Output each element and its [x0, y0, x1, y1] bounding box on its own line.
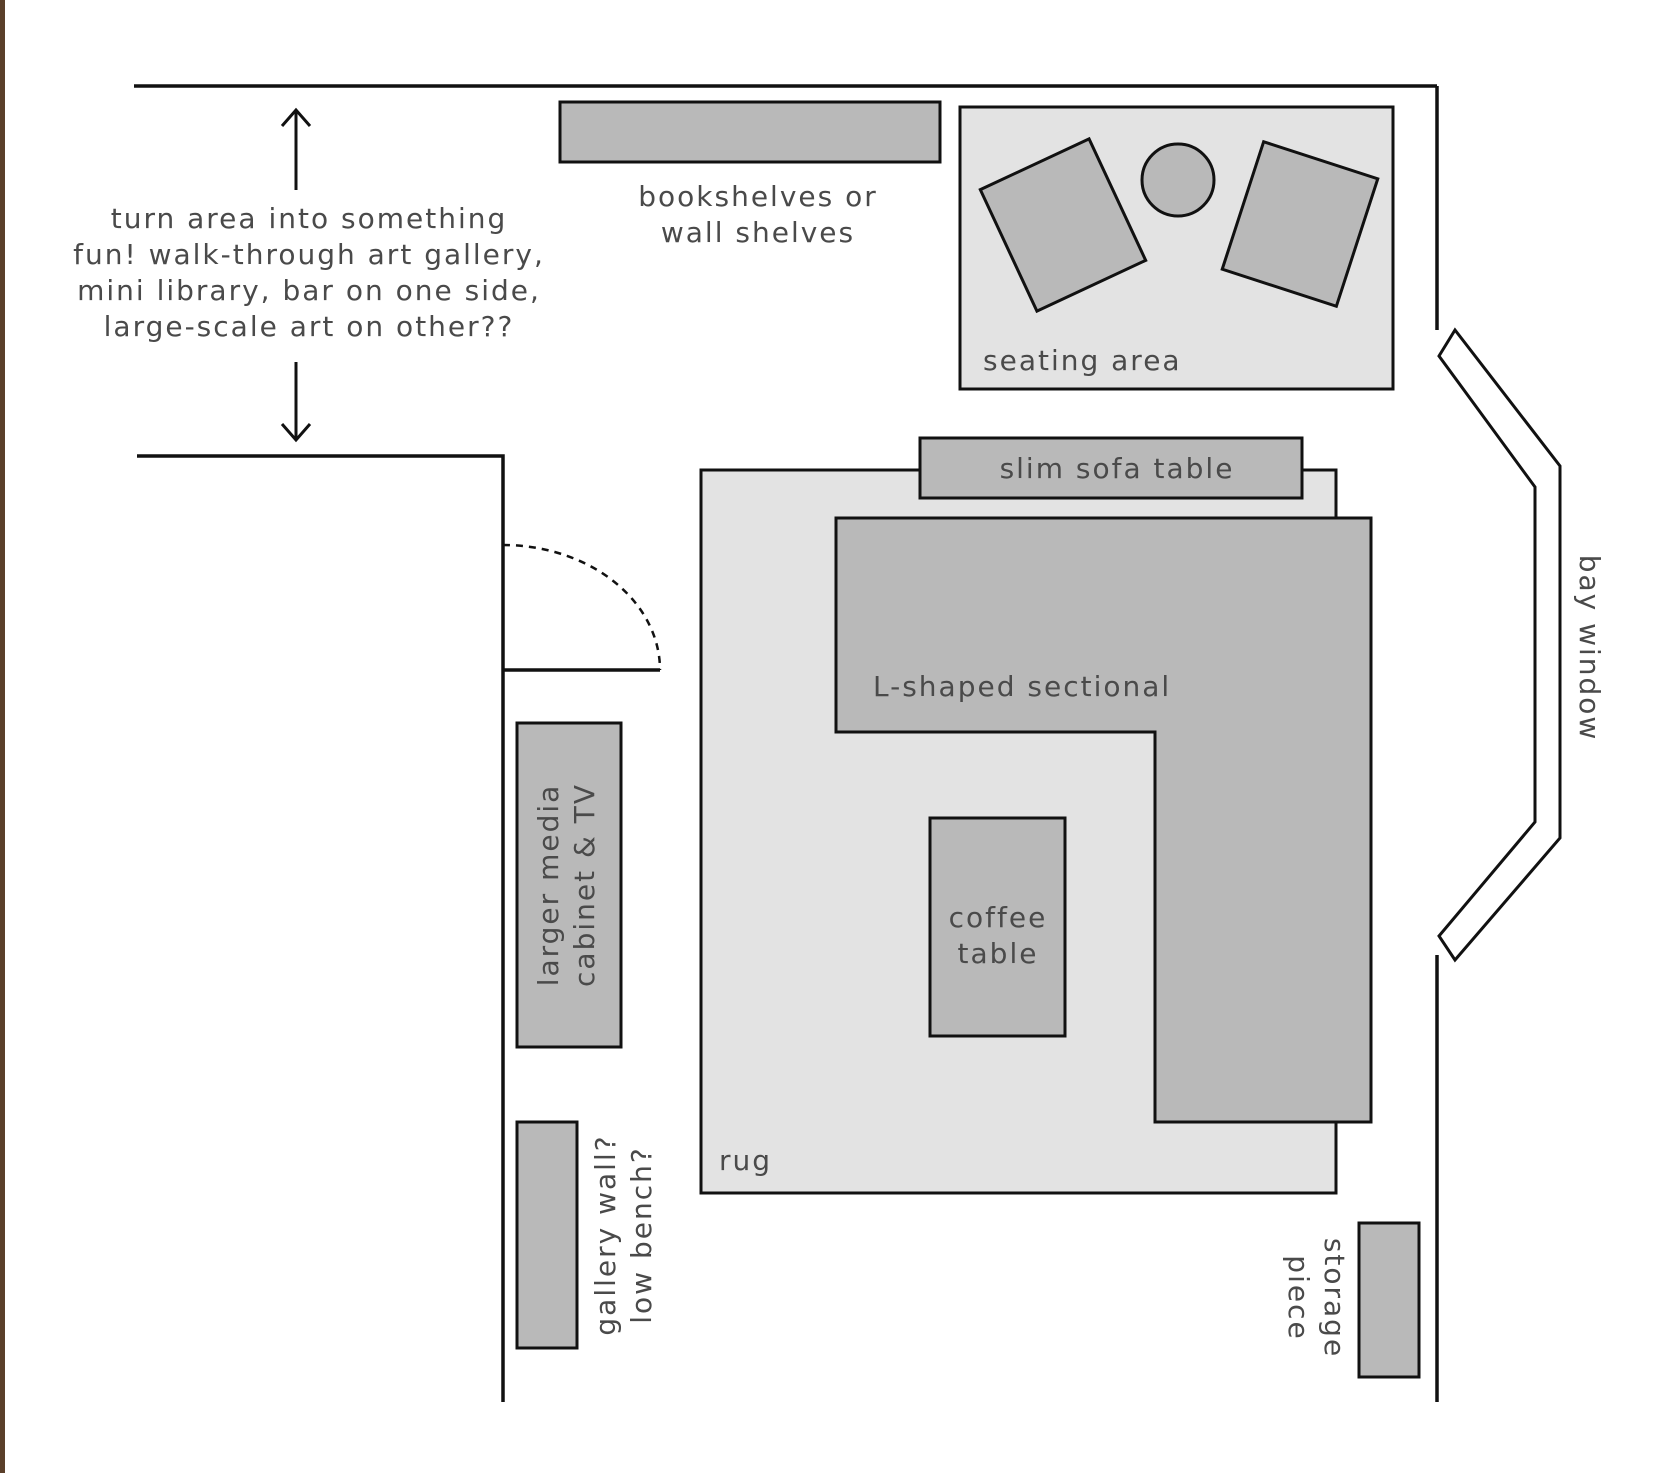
bookshelves-label-line-2: wall shelves: [661, 216, 855, 249]
bay-window-label: bay window: [1573, 555, 1606, 742]
gallery-wall-label-line-2: low bench?: [625, 1146, 658, 1323]
media-cabinet-label-line-2: cabinet & TV: [568, 783, 601, 987]
side-table: [1140, 142, 1216, 218]
left-wall-corner: [137, 454, 505, 1402]
storage-label-line-2: piece: [1282, 1255, 1315, 1340]
slim-sofa-table: [918, 436, 1304, 500]
armchair-right: [1220, 139, 1380, 309]
wood-border-strip: [0, 0, 5, 1473]
coffee-table-label-line-2: table: [958, 937, 1039, 970]
storage-label-line-1: storage: [1318, 1238, 1351, 1358]
sectional-label: L-shaped sectional: [873, 670, 1171, 703]
bay-window: [1437, 327, 1562, 963]
note-line-2: fun! walk-through art gallery,: [73, 238, 545, 271]
note-line-4: large-scale art on other??: [104, 310, 515, 343]
slim-sofa-table-label: slim sofa table: [1000, 452, 1235, 485]
note-line-1: turn area into something: [111, 202, 508, 235]
coffee-table-label-line-1: coffee: [949, 901, 1048, 934]
gallery-wall-label-line-1: gallery wall?: [589, 1134, 622, 1335]
gallery-wall-bench: [515, 1120, 579, 1350]
note-line-3: mini library, bar on one side,: [77, 274, 541, 307]
coffee-table: [928, 816, 1067, 1038]
rug-label: rug: [719, 1144, 772, 1177]
door-swing-icon: [502, 543, 662, 671]
media-cabinet: [515, 721, 623, 1049]
armchair-left: [978, 136, 1148, 314]
arrow-down-icon: [280, 362, 312, 443]
bookshelves-label-line-1: bookshelves or: [638, 180, 878, 213]
seating-area-label: seating area: [983, 344, 1182, 377]
storage-piece: [1357, 1221, 1421, 1379]
l-shaped-sectional: [834, 516, 1373, 1124]
media-cabinet-label-line-1: larger media: [532, 784, 565, 987]
arrow-up-icon: [280, 107, 312, 190]
bookshelves: [558, 100, 942, 164]
